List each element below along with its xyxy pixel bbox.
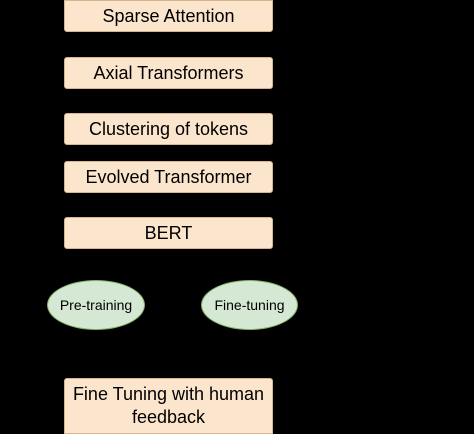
node-label: Fine Tuning with human feedback [72, 384, 265, 427]
node-bert: BERT [64, 217, 273, 249]
node-label: Sparse Attention [102, 6, 235, 26]
node-fine-tuning-human-feedback: Fine Tuning with human feedback [64, 378, 273, 434]
node-label: BERT [144, 223, 193, 243]
node-label: Fine-tuning [214, 297, 285, 313]
node-axial-transformers: Axial Transformers [64, 57, 273, 89]
node-label: Clustering of tokens [88, 119, 249, 139]
node-label: Evolved Transformer [85, 167, 252, 187]
node-fine-tuning: Fine-tuning [201, 280, 298, 330]
node-sparse-attention: Sparse Attention [64, 0, 273, 32]
node-pre-training: Pre-training [47, 280, 145, 330]
node-label: Axial Transformers [93, 63, 244, 83]
node-clustering-of-tokens: Clustering of tokens [64, 113, 273, 145]
node-label: Pre-training [59, 297, 133, 313]
node-evolved-transformer: Evolved Transformer [64, 161, 273, 193]
